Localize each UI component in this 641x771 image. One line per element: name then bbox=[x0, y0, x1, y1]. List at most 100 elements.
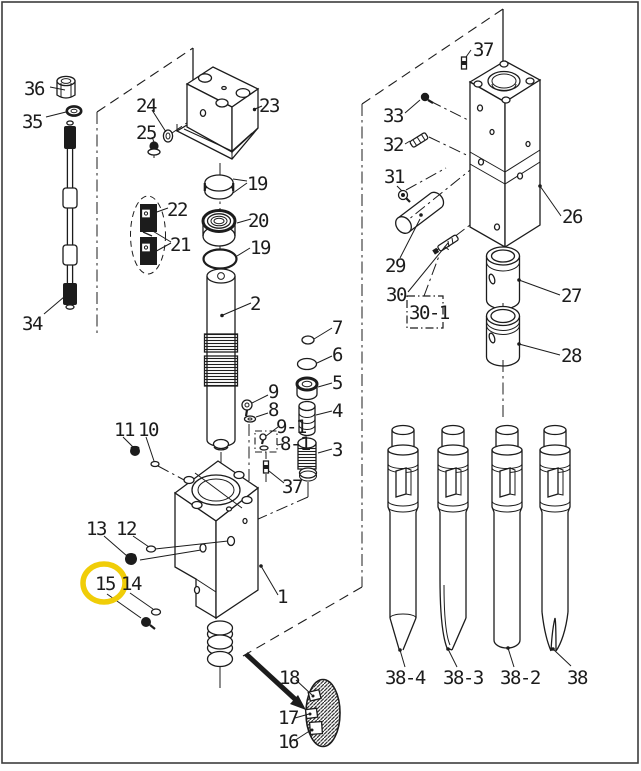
detail-callout-arrow bbox=[244, 652, 306, 710]
part-5-seal bbox=[295, 376, 319, 401]
leader-19-top bbox=[232, 178, 248, 194]
leader-37-upper bbox=[465, 49, 472, 58]
highlight-circle-part-15 bbox=[80, 561, 128, 605]
label-26: 26 bbox=[562, 206, 583, 228]
label-10: 10 bbox=[138, 419, 159, 441]
label-37-lower: 37 bbox=[282, 476, 303, 498]
part-38-2-blunt-chisel bbox=[491, 424, 523, 649]
part-38-3-flat-chisel bbox=[437, 424, 469, 651]
part-11-nut bbox=[130, 445, 140, 456]
part-labels: 36 35 34 24 25 23 19 22 21 20 19 2 37 33… bbox=[22, 39, 589, 753]
label-8-1: 8-1 bbox=[280, 433, 311, 455]
label-35: 35 bbox=[22, 111, 42, 133]
leader-25 bbox=[151, 136, 155, 143]
label-23: 23 bbox=[259, 95, 280, 117]
label-11: 11 bbox=[114, 419, 135, 441]
leader-1 bbox=[260, 565, 279, 596]
part-10-washer bbox=[150, 460, 160, 468]
part-3-valve-spring bbox=[255, 437, 318, 521]
label-17: 17 bbox=[278, 707, 299, 729]
detail-view-16-17-18 bbox=[304, 678, 341, 748]
part-15-screw bbox=[141, 617, 156, 630]
leader-16 bbox=[293, 729, 312, 742]
part-9-screw bbox=[241, 399, 253, 417]
part-9-1-8-1-box bbox=[254, 430, 278, 453]
leader-38-2 bbox=[507, 647, 515, 668]
label-4: 4 bbox=[332, 400, 343, 422]
label-38-4: 38-4 bbox=[385, 667, 426, 689]
leader-32 bbox=[404, 140, 411, 145]
label-20: 20 bbox=[248, 210, 269, 232]
leader-2 bbox=[222, 302, 252, 316]
label-16: 16 bbox=[278, 731, 299, 753]
part-2-piston bbox=[203, 268, 239, 451]
label-27: 27 bbox=[561, 285, 582, 307]
leader-28 bbox=[518, 343, 561, 356]
leader-6 bbox=[316, 355, 333, 364]
part-14-washer bbox=[150, 608, 162, 616]
label-38-2: 38-2 bbox=[500, 667, 540, 689]
label-33: 33 bbox=[383, 105, 404, 127]
label-29: 29 bbox=[385, 255, 406, 277]
part-27-upper-bushing bbox=[485, 246, 521, 310]
leader-26 bbox=[539, 185, 562, 217]
part-19-backup-ring-top bbox=[203, 174, 235, 200]
label-34: 34 bbox=[22, 313, 43, 335]
leader-9 bbox=[251, 394, 269, 404]
leader-36 bbox=[49, 86, 66, 91]
part-38-wedge-chisel bbox=[539, 424, 571, 652]
label-18: 18 bbox=[279, 667, 300, 689]
label-9: 9 bbox=[268, 381, 279, 403]
leader-35 bbox=[45, 111, 67, 118]
part-33-screw bbox=[420, 92, 434, 104]
leader-38-3 bbox=[447, 648, 458, 668]
leader-37-lower bbox=[268, 470, 285, 484]
label-37-upper: 37 bbox=[473, 39, 494, 61]
part-36-hex-nut bbox=[56, 75, 76, 99]
leader-12-to-port bbox=[154, 540, 229, 550]
part-25-screw bbox=[147, 141, 161, 158]
leader-21 bbox=[150, 229, 172, 255]
label-38-3: 38-3 bbox=[443, 667, 484, 689]
label-31: 31 bbox=[384, 166, 405, 188]
leader-38-4 bbox=[399, 649, 406, 668]
label-24: 24 bbox=[136, 95, 157, 117]
leader-18 bbox=[295, 679, 313, 696]
label-2: 2 bbox=[250, 293, 260, 315]
part-26-valve-housing bbox=[468, 60, 542, 249]
label-38: 38 bbox=[567, 667, 588, 689]
leader-5 bbox=[317, 382, 333, 388]
leader-10 bbox=[145, 436, 155, 462]
part-24-nut bbox=[162, 129, 174, 143]
part-13-plug bbox=[125, 553, 137, 565]
part-37-pin-upper bbox=[460, 56, 468, 70]
part-38-4-moil-chisel bbox=[387, 424, 419, 651]
label-22: 22 bbox=[167, 199, 187, 221]
label-30: 30 bbox=[386, 284, 407, 306]
part-19-o-ring-bottom bbox=[202, 248, 238, 270]
leader-17 bbox=[294, 713, 310, 719]
label-1: 1 bbox=[277, 586, 288, 608]
label-5: 5 bbox=[332, 372, 342, 394]
label-9-1: 9-1 bbox=[276, 416, 307, 438]
label-14: 14 bbox=[121, 573, 142, 595]
part-35-washer bbox=[65, 105, 83, 117]
leader-24 bbox=[151, 109, 167, 133]
part-8-washer bbox=[243, 415, 257, 423]
label-19-top: 19 bbox=[247, 173, 268, 195]
leader-13-to-port bbox=[139, 549, 202, 561]
label-7: 7 bbox=[332, 317, 343, 339]
part-1-cylinder-body bbox=[173, 460, 260, 620]
label-3: 3 bbox=[332, 439, 343, 461]
leader-38 bbox=[552, 648, 572, 667]
part-37-pin-lower bbox=[262, 460, 270, 474]
part-lower-seal-rings bbox=[206, 620, 234, 688]
leader-9-1 bbox=[265, 426, 279, 437]
leader-34 bbox=[43, 296, 65, 315]
label-32: 32 bbox=[383, 134, 403, 156]
label-12: 12 bbox=[116, 518, 136, 540]
part-6-o-ring bbox=[296, 357, 318, 371]
leader-27 bbox=[518, 279, 561, 296]
leader-8-1 bbox=[276, 443, 283, 446]
